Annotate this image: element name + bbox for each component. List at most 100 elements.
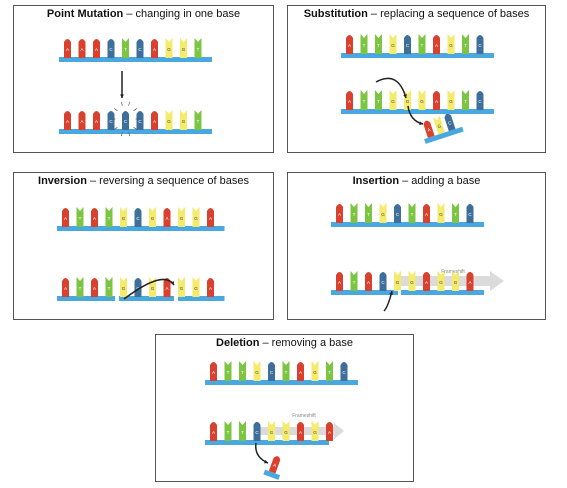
base-body — [346, 91, 353, 110]
base-G: G — [447, 34, 455, 54]
base-body — [404, 35, 411, 54]
base-letter: C — [136, 216, 140, 221]
base-G: G — [389, 34, 397, 54]
base-letter: A — [165, 286, 168, 291]
base-G: G — [379, 203, 387, 223]
base-A: A — [346, 35, 353, 54]
dna-backbone — [341, 53, 494, 58]
base-letter: A — [272, 462, 277, 468]
base-letter: A — [299, 370, 302, 375]
base-body — [365, 203, 372, 223]
base-letter: T — [227, 430, 230, 435]
base-letter: A — [348, 99, 351, 104]
base-letter: G — [151, 216, 155, 221]
base-body — [379, 272, 387, 291]
base-T: T — [452, 203, 459, 223]
base-body — [210, 422, 217, 441]
base-letter: G — [449, 99, 453, 104]
base-T: T — [350, 271, 358, 291]
base-body — [282, 421, 290, 441]
base-body — [365, 272, 372, 291]
base-letter: A — [468, 280, 471, 285]
base-body — [476, 35, 484, 54]
base-body — [418, 34, 426, 54]
base-letter: G — [449, 43, 453, 48]
base-body — [268, 362, 275, 381]
base-body — [163, 278, 171, 297]
base-body — [379, 203, 387, 223]
base-A: A — [91, 208, 98, 227]
backbone-gap — [115, 296, 119, 302]
base-A: A — [93, 111, 100, 130]
base-body — [437, 271, 445, 291]
base-letter: G — [391, 43, 395, 48]
base-letter: C — [138, 119, 142, 124]
title-bold: Inversion — [38, 175, 87, 187]
base-body — [93, 111, 100, 130]
base-T: T — [462, 90, 469, 110]
dna-backbone — [59, 129, 212, 134]
base-A: A — [207, 208, 214, 227]
base-letter: T — [411, 212, 414, 217]
base-body — [78, 111, 86, 130]
dna-backbone — [331, 290, 484, 295]
base-C: C — [107, 111, 115, 130]
panel-inversion: Inversion – reversing a sequence of base… — [13, 172, 274, 320]
base-A: A — [78, 39, 86, 58]
base-letter: T — [464, 99, 467, 104]
base-body — [224, 421, 232, 441]
base-letter: G — [194, 216, 198, 221]
base-body — [78, 39, 86, 58]
arrow-head — [419, 121, 423, 126]
removed-fragment: AGC — [423, 113, 464, 144]
base-body — [336, 272, 343, 291]
base-A: A — [62, 208, 69, 227]
base-G: G — [178, 277, 185, 297]
base-body — [408, 203, 416, 223]
base-letter: A — [95, 119, 98, 124]
base-letter: A — [66, 119, 69, 124]
base-letter: G — [182, 119, 186, 124]
base-letter: T — [108, 286, 111, 291]
title-subtitle: – replacing a sequence of bases — [367, 8, 530, 20]
base-A: A — [433, 35, 440, 54]
base-G: G — [180, 38, 187, 58]
base-letter: A — [338, 212, 341, 217]
base-C: C — [466, 204, 474, 223]
base-G: G — [180, 110, 187, 130]
base-body — [192, 277, 200, 297]
base-body — [462, 34, 469, 54]
base-T: T — [105, 277, 113, 297]
base-letter: A — [209, 216, 212, 221]
base-letter: T — [353, 212, 356, 217]
base-letter: A — [435, 43, 438, 48]
base-A: A — [346, 91, 353, 110]
panel-substitution: Substitution – replacing a sequence of b… — [287, 5, 546, 153]
dna-backbone — [57, 226, 225, 231]
base-body — [297, 422, 304, 441]
base-C: C — [136, 111, 144, 130]
base-C: C — [136, 39, 144, 58]
base-body — [418, 90, 426, 110]
base-letter: A — [93, 216, 96, 221]
base-G: G — [452, 271, 459, 291]
base-C: C — [253, 422, 261, 441]
base-G: G — [165, 110, 173, 130]
base-letter: G — [439, 280, 443, 285]
base-body — [136, 39, 144, 58]
base-G: G — [311, 361, 319, 381]
base-letter: G — [313, 430, 317, 435]
base-body — [105, 277, 113, 297]
base-body — [394, 204, 401, 223]
base-letter: T — [79, 286, 82, 291]
base-body — [62, 278, 69, 297]
base-body — [194, 38, 202, 58]
mutation-burst — [113, 126, 118, 130]
backbone-gap — [398, 290, 401, 296]
base-body — [452, 203, 459, 223]
base-body — [389, 34, 397, 54]
mutation-burst — [128, 132, 131, 137]
base-body — [122, 111, 129, 130]
